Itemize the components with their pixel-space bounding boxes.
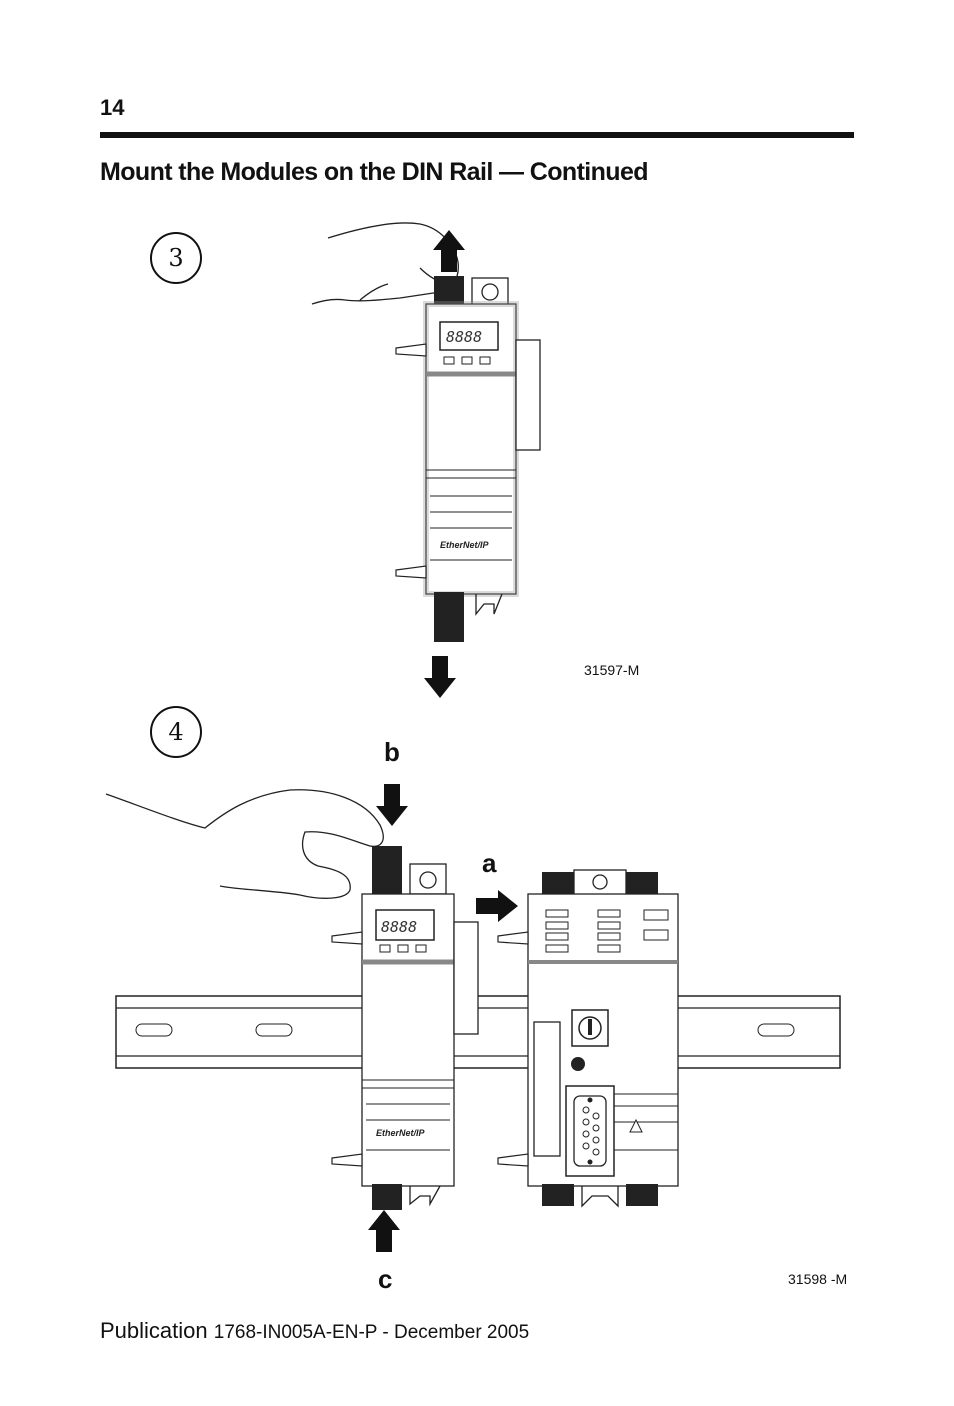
ethernet-ip-logo: EtherNet/IP: [440, 540, 490, 550]
header-rule: [100, 132, 854, 138]
display-window: [439, 321, 499, 351]
figure-id-step3: 31597-M: [584, 662, 640, 678]
page-number: 14: [100, 95, 125, 120]
callout-b: b: [384, 737, 400, 767]
step-4-marker: 4: [150, 706, 202, 758]
footer-prefix: Publication: [100, 1318, 208, 1343]
callout-c: c: [378, 1264, 393, 1294]
module-body: [425, 303, 517, 595]
hand-illustration-2: [105, 789, 384, 899]
svg-text:8888: 8888: [381, 918, 417, 936]
step4-figure: 8888 EtherNet/IP: [105, 784, 841, 1252]
footer: Publication 1768-IN005A-EN-P - December …: [100, 1318, 529, 1344]
section-heading: Mount the Modules on the DIN Rail — Cont…: [100, 158, 649, 186]
step3-figure: 8888 EtherNet/IP: [311, 222, 541, 698]
warning-triangle: [629, 1118, 643, 1133]
publication-number: 1768-IN005A-EN-P - December 2005: [213, 1322, 530, 1343]
callout-a: a: [482, 848, 497, 878]
figure-id-step4: 31598 -M: [788, 1271, 848, 1287]
ethernet-ip-logo-2: EtherNet/IP: [376, 1128, 426, 1138]
latch-bottom: [434, 592, 464, 642]
latch-top: [434, 276, 464, 306]
step-3-marker: 3: [150, 232, 202, 284]
svg-text:8888: 8888: [446, 328, 482, 346]
module-body-left: [361, 893, 455, 1187]
